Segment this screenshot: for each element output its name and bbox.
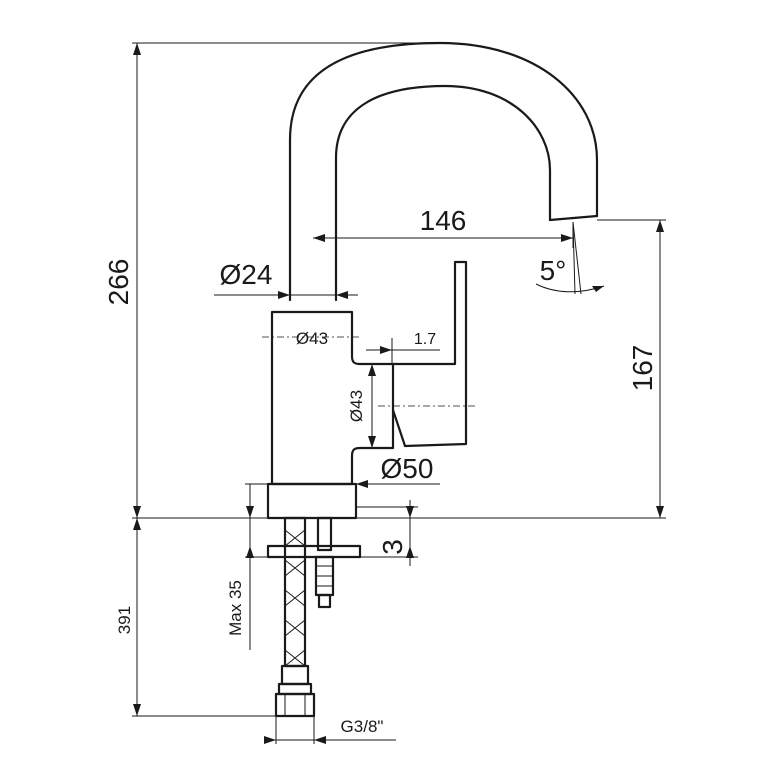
hose-fitting bbox=[274, 664, 316, 718]
dim-hose-length bbox=[132, 518, 276, 717]
label-pipe-diameter: Ø24 bbox=[220, 259, 273, 290]
dim-spout-angle bbox=[535, 221, 605, 295]
label-total-height: 266 bbox=[103, 259, 134, 306]
dim-body-side-diameter bbox=[368, 364, 376, 448]
spout-tip bbox=[548, 214, 599, 222]
dim-base-gap bbox=[356, 500, 418, 566]
threaded-rod bbox=[314, 516, 335, 609]
label-handle-offset: 1.7 bbox=[414, 331, 436, 348]
label-spout-height: 167 bbox=[627, 345, 658, 392]
mounting-plate bbox=[266, 544, 362, 559]
label-base-diameter: Ø50 bbox=[381, 453, 434, 484]
handle-lever bbox=[391, 260, 468, 448]
braided-hose bbox=[283, 516, 307, 668]
label-thread: G3/8" bbox=[341, 717, 384, 736]
dim-handle-offset bbox=[366, 338, 440, 364]
dim-thread bbox=[264, 716, 396, 744]
label-base-gap: 3 bbox=[377, 539, 408, 555]
label-spout-reach: 146 bbox=[420, 205, 467, 236]
base-ring bbox=[266, 482, 358, 520]
label-max-thickness: Max 35 bbox=[226, 580, 245, 636]
label-hose-length: 391 bbox=[115, 606, 134, 634]
label-body-side-diameter: Ø43 bbox=[347, 390, 366, 422]
label-body-top-diameter: Ø43 bbox=[296, 329, 328, 348]
dim-spout-height bbox=[356, 219, 666, 519]
faucet-body-outline bbox=[270, 310, 395, 486]
dim-max-thickness bbox=[245, 483, 268, 650]
dim-base-diameter bbox=[356, 480, 440, 488]
dim-total-height bbox=[132, 42, 440, 519]
spout-inner-outline bbox=[334, 84, 552, 302]
dim-pipe-diameter bbox=[214, 291, 358, 299]
label-spout-angle: 5° bbox=[540, 255, 567, 286]
